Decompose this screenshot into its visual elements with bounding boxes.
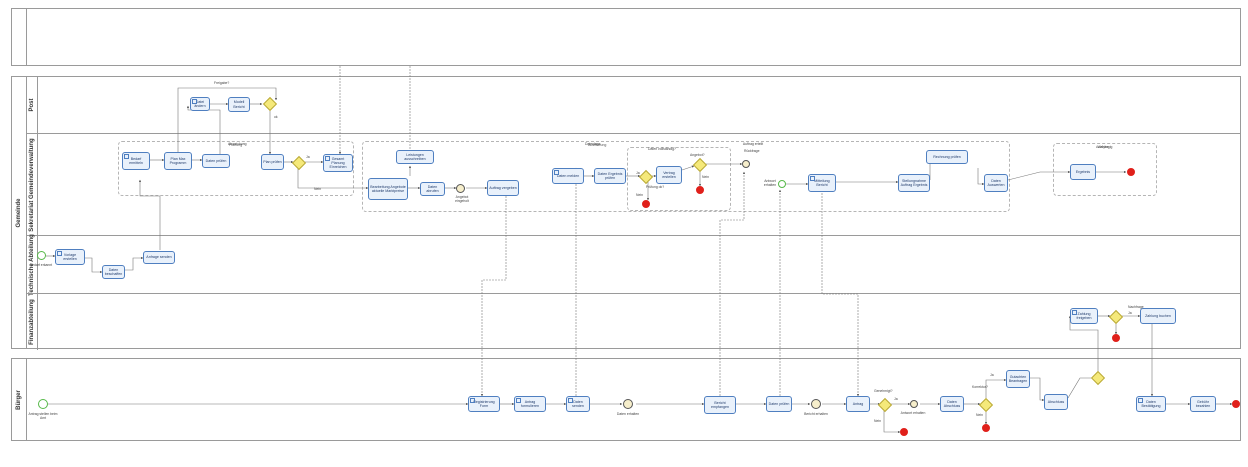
group-analysis: Analyse (1053, 143, 1157, 196)
label-gw10: Nein (702, 175, 709, 179)
task-b10[interactable]: Daten Bestätigung (1136, 396, 1166, 412)
end-event-2 (696, 186, 704, 194)
task-t23[interactable]: Anfrage senden (143, 251, 175, 264)
task-b9[interactable]: Abschluss (1044, 394, 1068, 410)
task-b8[interactable]: Gutachten Beantragen (1006, 370, 1030, 388)
label-gw3: Ja (306, 155, 310, 159)
task-t3[interactable]: Daten prüfen (202, 154, 230, 168)
end-event-3 (1127, 168, 1135, 176)
label-ann5: Nachfrage (1128, 305, 1144, 309)
main-pool-label: Gemeinde (12, 77, 27, 348)
label-msg4: Daten erhalten (616, 412, 640, 416)
label-gw15: Ja (990, 373, 994, 377)
lane-post-label: Post (28, 98, 35, 112)
start-event-citizen (38, 399, 48, 409)
label-ann4: Abhängig (1098, 145, 1113, 149)
task-b6[interactable]: Antrag (846, 396, 870, 412)
label-gw4: Nein (314, 187, 321, 191)
label-gw2: ok (274, 115, 278, 119)
intermediate-event-2 (742, 160, 750, 168)
label-msg3: Antwort erhalten (763, 179, 777, 187)
label-gw16: Nein (976, 413, 983, 417)
end-event-1 (642, 200, 650, 208)
task-t5[interactable]: Datei ändern (190, 97, 210, 111)
label-start1: Bedarf erkannt (29, 263, 53, 267)
lane-finance: Finanzabteilung (26, 293, 1240, 350)
task-t18[interactable]: Rechnung prüfen (926, 150, 968, 164)
label-msg6: Antwort erhalten (900, 411, 926, 415)
task-t8[interactable]: Leistungen ausschreiben (396, 150, 434, 164)
main-pool: Gemeinde Post Sekretariat Gemeindeverwal… (11, 76, 1241, 350)
label-start2: Antrag stellen beim Amt (28, 412, 58, 420)
lane-finance-label: Finanzabteilung (28, 299, 35, 345)
task-t12[interactable]: Daten melden (552, 168, 584, 184)
task-t1[interactable]: Bedarf ermitteln (122, 152, 150, 170)
task-b2[interactable]: Antrag formulieren (514, 396, 546, 412)
task-t9[interactable]: Bearbeitung Angebote aktuelle Marktpreis… (368, 178, 408, 200)
label-msg5: Bericht erhalten (804, 412, 828, 416)
label-msg1: Angebot eingeholt (455, 195, 469, 203)
task-t13[interactable]: Daten Ergebnis prüfen (594, 168, 626, 184)
lane-office: Sekretariat Gemeindeverwaltung (26, 133, 1240, 235)
intermediate-event-4 (623, 399, 633, 409)
task-t24[interactable]: Plan prüfen (261, 154, 284, 170)
end-event-6 (982, 424, 990, 432)
label-ann2: Datenlage (585, 142, 601, 146)
label-gw13: Nein (874, 419, 881, 423)
top-pool (11, 8, 1241, 66)
task-t26[interactable]: Zahlung buchen (1140, 308, 1176, 324)
task-t22[interactable]: Daten beschaffen (102, 265, 125, 279)
task-t2[interactable]: Plan Max Programm (164, 152, 192, 170)
task-t16[interactable]: Mitteilung Bericht (808, 174, 836, 192)
task-b1[interactable]: Registrierung Form (468, 396, 500, 412)
task-t20[interactable]: Ergebnis (1070, 164, 1096, 180)
task-b7[interactable]: Daten Abschluss (940, 396, 964, 412)
bottom-pool-label: Bürger (12, 359, 27, 440)
lane-technical: Technische Abteilung (26, 234, 1240, 296)
lane-office-label: Sekretariat Gemeindeverwaltung (28, 138, 35, 232)
label-gw9: Ja (1128, 311, 1132, 315)
task-t15[interactable]: Vertrag erstellen (656, 166, 682, 184)
task-b5[interactable]: Daten prüfen (766, 396, 792, 412)
group-analysis-label: Analyse (1096, 145, 1109, 149)
label-ann3: Rückfrage (744, 149, 760, 153)
label-gw5: Daten vollständig? (648, 147, 676, 151)
bottom-pool-title: Bürger (16, 390, 22, 410)
end-event-7 (1232, 400, 1240, 408)
task-t19[interactable]: Daten Auswerten (984, 174, 1008, 192)
intermediate-event-5 (811, 399, 821, 409)
task-b4[interactable]: Bericht empfangen (704, 396, 736, 414)
end-event-4 (1112, 334, 1120, 342)
label-gw8: Angebot? (690, 153, 705, 157)
task-b3[interactable]: Daten senden (566, 396, 590, 412)
task-t14[interactable]: Vorlage erstellen (55, 249, 85, 265)
task-t6[interactable]: Modell Bericht (228, 97, 250, 112)
task-t11[interactable]: Auftrag vergeben (487, 180, 519, 196)
task-t7[interactable]: Gesamt Planung Einreichen (323, 154, 353, 172)
label-gw7: Nein (636, 193, 643, 197)
task-t17[interactable]: Stellungnahme Auftrag Ergebnis (898, 174, 930, 192)
start-event-technical (37, 251, 46, 260)
task-t25[interactable]: Zahlung freigeben (1070, 308, 1098, 324)
intermediate-event-1 (456, 184, 465, 193)
label-gw6: Ja (636, 171, 640, 175)
end-event-5 (900, 428, 908, 436)
label-gw11: Genehmigt? (874, 389, 893, 393)
top-pool-label (12, 9, 27, 65)
lane-post: Post (26, 77, 1240, 133)
main-pool-title: Gemeinde (16, 198, 22, 228)
label-msg2: Auftrag erteilt (742, 142, 764, 146)
label-gw12: Ja (894, 397, 898, 401)
label-gw1: Freigabe? (214, 81, 230, 85)
intermediate-event-3 (778, 180, 786, 188)
group-exec-label: Ausführung (588, 143, 607, 147)
label-gw14: Korrektur? (972, 385, 988, 389)
label-ann1: Abweichung (228, 142, 247, 146)
intermediate-event-6 (910, 400, 918, 408)
label-gw17: Prüfung ok? (645, 185, 665, 189)
task-t10[interactable]: Daten abrufen (420, 182, 445, 196)
task-b11[interactable]: Gebühr bezahlen (1190, 396, 1216, 412)
